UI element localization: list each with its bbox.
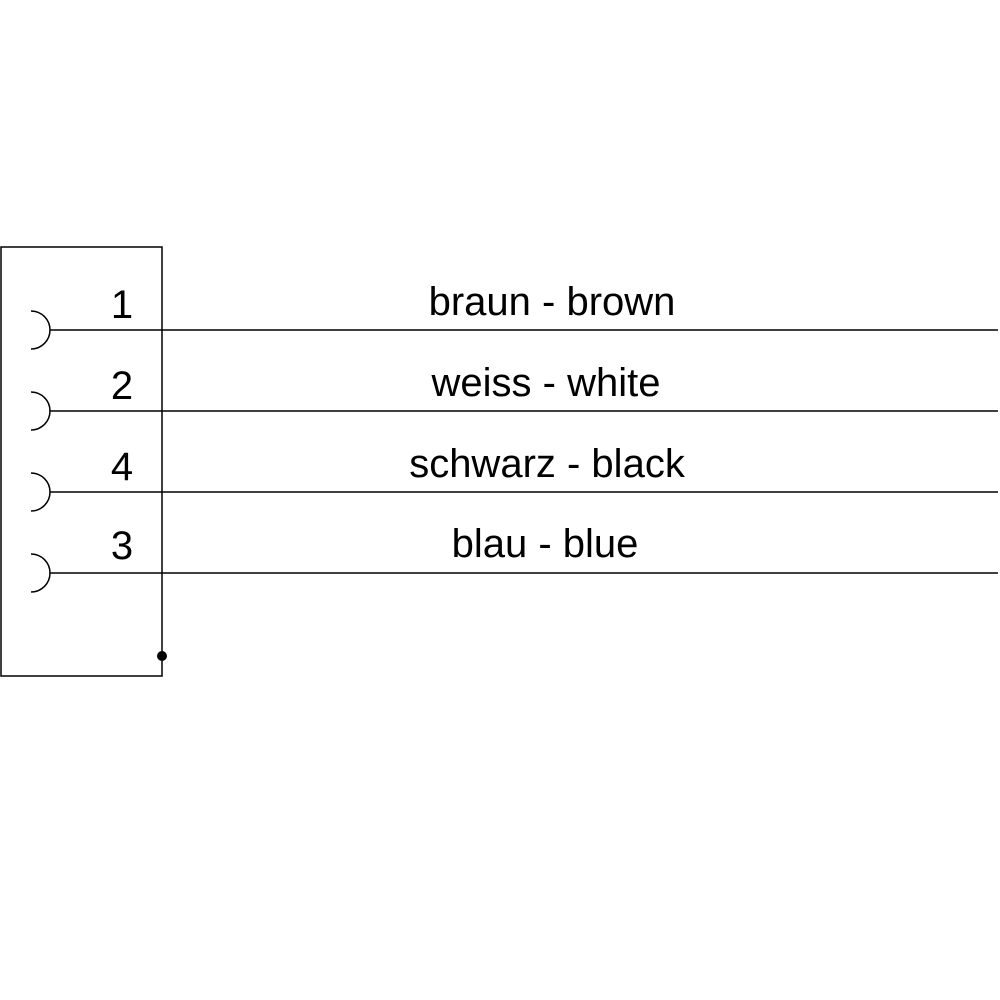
pin-row: 4 schwarz - black: [30, 442, 998, 512]
housing-corner-dot: [157, 651, 167, 661]
wire-color-label: blau - blue: [452, 522, 639, 566]
pin-number: 4: [111, 445, 133, 489]
connector-housing: [0, 246, 163, 677]
socket-contact-icon: [30, 310, 51, 350]
wire-color-label: braun - brown: [429, 280, 676, 324]
pin-number: 1: [111, 283, 133, 327]
pin-row: 3 blau - blue: [30, 522, 998, 593]
socket-contact-icon: [30, 391, 51, 431]
pin-number: 3: [111, 524, 133, 568]
wire-color-label: schwarz - black: [409, 442, 686, 486]
pin-row: 2 weiss - white: [30, 361, 998, 431]
socket-contact-icon: [30, 472, 51, 512]
pin-row: 1 braun - brown: [30, 280, 998, 350]
wire-color-label: weiss - white: [431, 361, 661, 405]
pin-number: 2: [111, 364, 133, 408]
socket-contact-icon: [30, 553, 51, 593]
